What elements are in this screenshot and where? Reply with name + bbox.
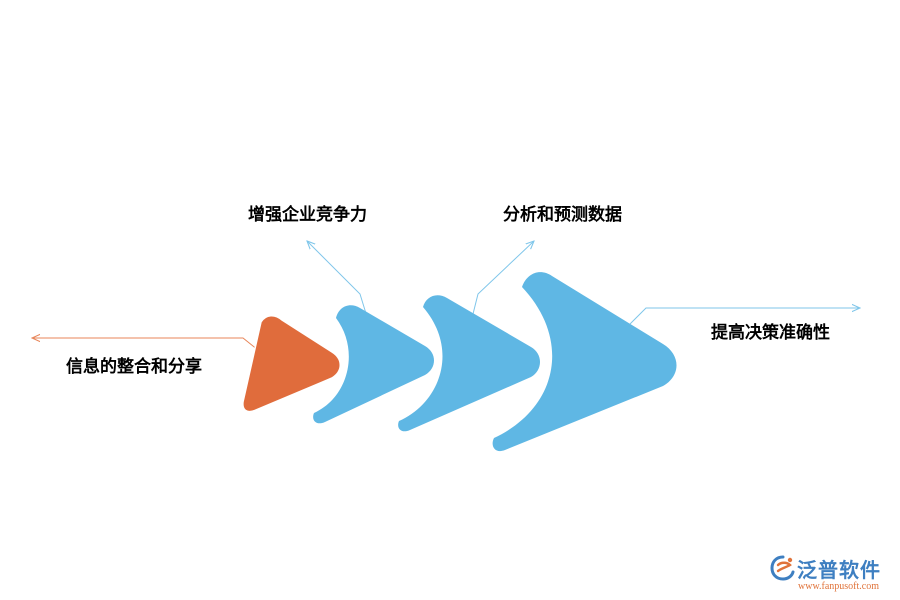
connector-line-4 bbox=[629, 308, 860, 325]
step-shape-1 bbox=[242, 315, 341, 413]
brand-name: 泛普软件 bbox=[797, 560, 881, 582]
step-shape-3 bbox=[398, 295, 540, 432]
brand-logo: 泛普软件 www.fanpusoft.com bbox=[770, 553, 894, 597]
fanpu-logo-icon bbox=[770, 555, 795, 581]
step-shape-2 bbox=[313, 305, 434, 424]
step-label-2: 增强企业竞争力 bbox=[248, 205, 367, 224]
connector-line-1 bbox=[32, 338, 259, 351]
connector-line-3 bbox=[471, 241, 534, 319]
step-label-1: 信息的整合和分享 bbox=[66, 357, 202, 376]
step-label-3: 分析和预测数据 bbox=[503, 205, 622, 224]
step-label-4: 提高决策准确性 bbox=[711, 323, 830, 342]
brand-url: www.fanpusoft.com bbox=[798, 581, 880, 592]
step-shape-4 bbox=[492, 272, 677, 452]
